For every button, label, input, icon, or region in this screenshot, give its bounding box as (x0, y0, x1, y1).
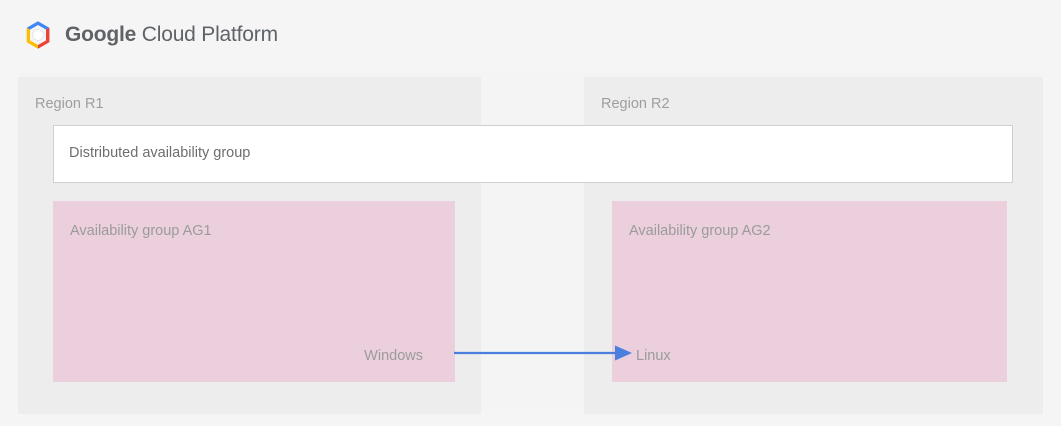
distributed-availability-group-label: Distributed availability group (69, 145, 251, 161)
distributed-availability-group-box: Distributed availability group (53, 125, 1013, 183)
os-label-linux: Linux (636, 348, 671, 364)
gcp-hexagon-logo-icon (22, 19, 54, 51)
diagram-canvas: Region R1 Region R2 Distributed availabi… (18, 70, 1043, 414)
replication-arrow (454, 342, 632, 364)
brand-cloud-platform: Cloud Platform (141, 23, 278, 46)
availability-group-ag2-label: Availability group AG2 (629, 223, 771, 239)
brand-google: Google (65, 23, 137, 46)
page-header: Google Cloud Platform (0, 0, 1061, 70)
brand-title: Google Cloud Platform (65, 23, 278, 47)
region-label-r2: Region R2 (601, 96, 670, 112)
availability-group-ag1-label: Availability group AG1 (70, 223, 212, 239)
os-label-windows: Windows (364, 348, 423, 364)
region-label-r1: Region R1 (35, 96, 104, 112)
availability-group-ag2: Availability group AG2 Linux (612, 201, 1007, 382)
availability-group-ag1: Availability group AG1 Windows (53, 201, 455, 382)
